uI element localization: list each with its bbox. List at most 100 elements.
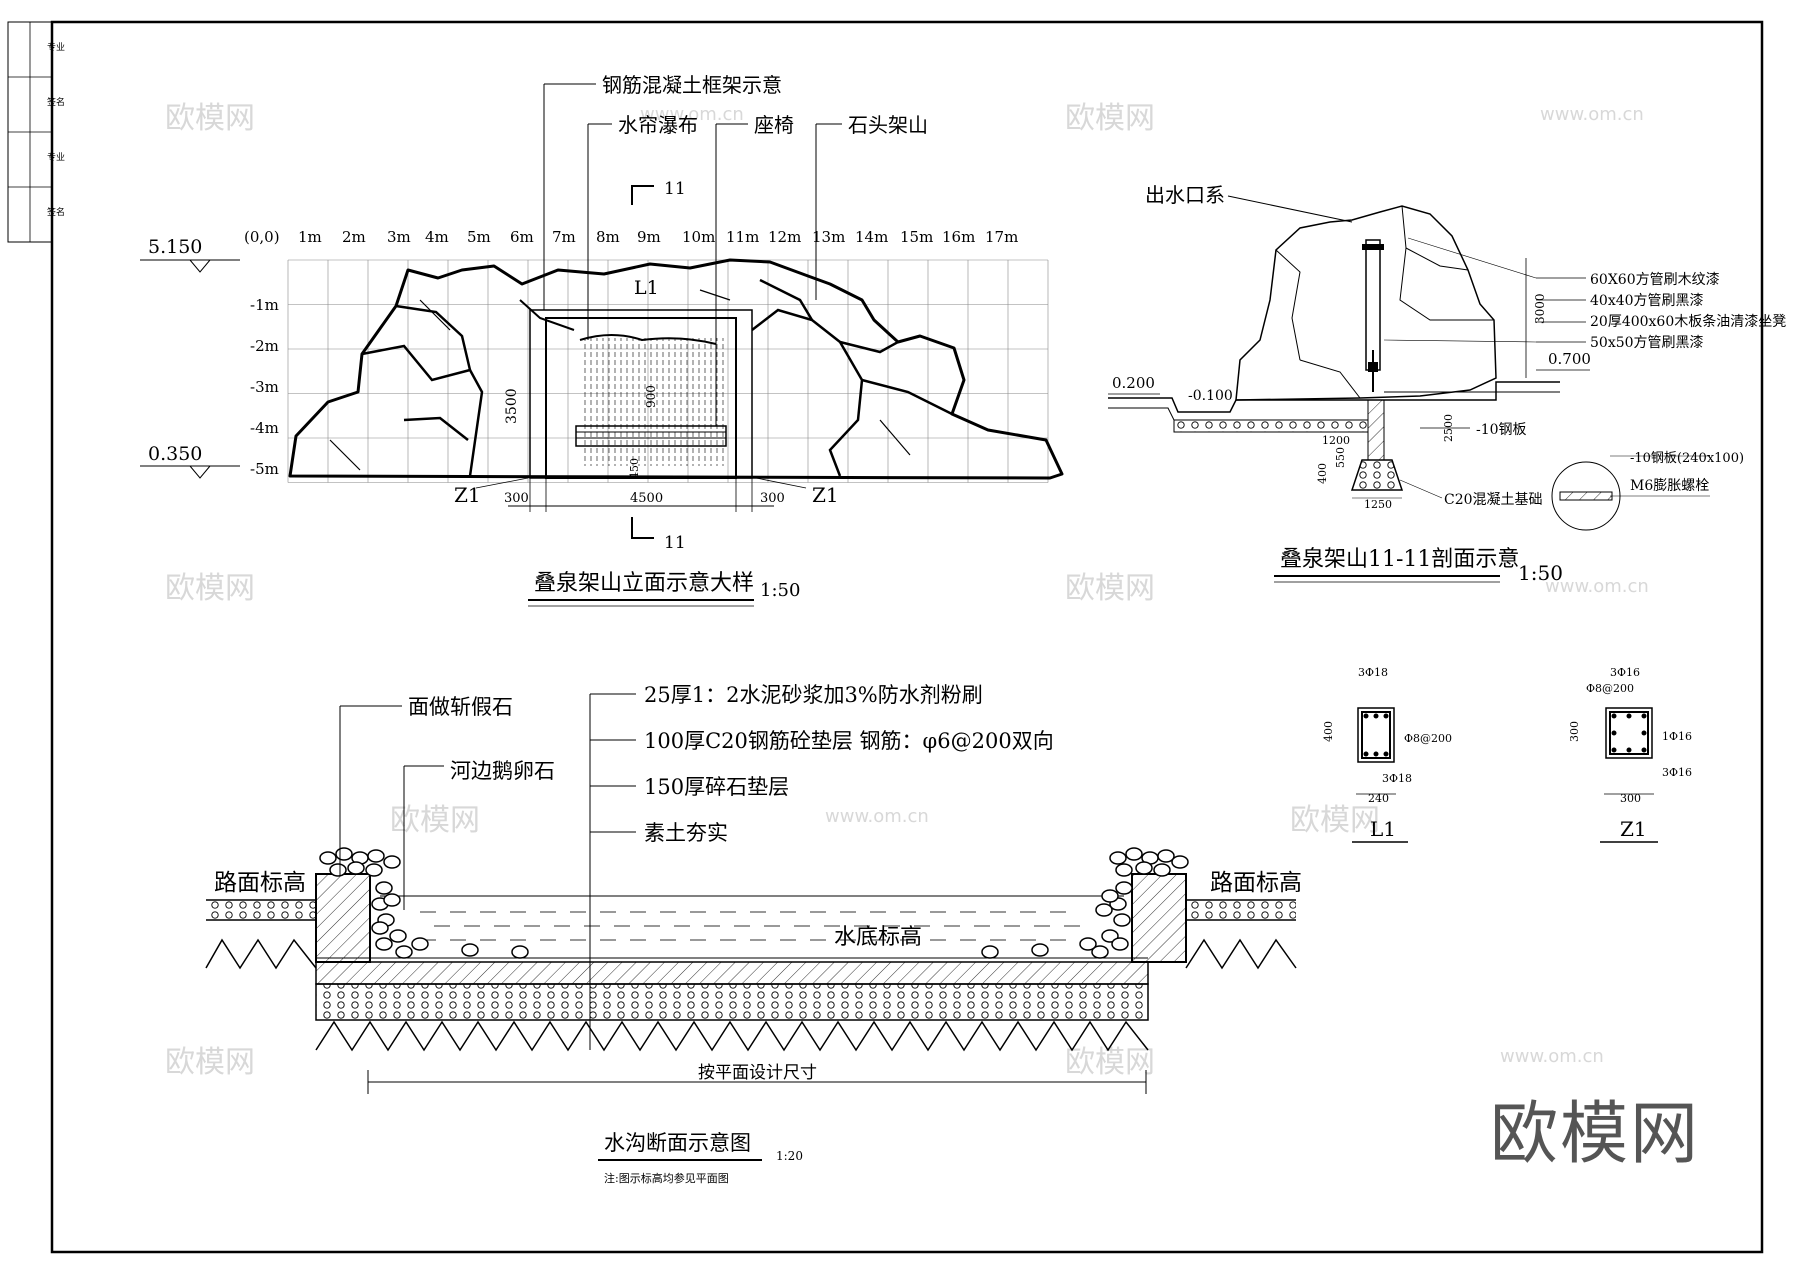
- beam-label: L1: [634, 277, 659, 299]
- z1-height: 300: [1568, 721, 1581, 742]
- l1-name: L1: [1370, 817, 1396, 841]
- watermarks: 欧模网 www.om.cn 欧模网 www.om.cn 欧模网 欧模网 www.…: [165, 101, 1649, 1080]
- x-tick-label: 4m: [425, 228, 449, 246]
- beam-section-l1: 3Φ18 Φ8@200 3Φ18 400 240 L1: [1322, 666, 1452, 843]
- callout-frame: 钢筋混凝土框架示意: [602, 73, 782, 97]
- column-label: Z1: [454, 483, 481, 507]
- z1-top-bar: 3Φ16: [1610, 666, 1640, 679]
- title-block-cell: 专业: [47, 41, 65, 53]
- svg-text:欧模网: 欧模网: [390, 803, 480, 838]
- svg-text:www.om.cn: www.om.cn: [1540, 104, 1644, 125]
- section-dim: 1200: [1322, 434, 1350, 447]
- callout-rockery: 石头架山: [848, 113, 928, 137]
- svg-text:www.om.cn: www.om.cn: [1545, 576, 1649, 597]
- svg-text:欧模网: 欧模网: [165, 571, 255, 606]
- pebbles: [319, 847, 1189, 959]
- sheet-border: [50, 20, 1764, 1254]
- ditch-left-label: 河边鹅卵石: [450, 759, 555, 783]
- ditch-left-label: 面做斩假石: [408, 695, 513, 719]
- x-tick-label: 10m: [682, 228, 715, 246]
- right-wall: [1131, 873, 1187, 963]
- z1-width: 300: [1620, 792, 1641, 805]
- l1-bottom-bar: 3Φ18: [1382, 772, 1412, 785]
- svg-text:欧模网: 欧模网: [1290, 803, 1380, 838]
- x-tick-label: 1m: [298, 228, 322, 246]
- section-mark: 11: [664, 179, 686, 199]
- ditch-title: 水沟断面示意图: [604, 1131, 751, 1155]
- dim-fall: 900: [644, 385, 658, 408]
- section-rockery: [1235, 205, 1497, 401]
- x-tick-label: 8m: [596, 228, 620, 246]
- l1-stirrup: Φ8@200: [1404, 732, 1452, 745]
- x-tick-label: 11m: [726, 228, 759, 246]
- y-tick-label: -2m: [250, 337, 279, 355]
- ditch-scale: 1:20: [776, 1149, 803, 1163]
- x-tick-label: 9m: [637, 228, 661, 246]
- plate-note: -10钢板: [1476, 422, 1527, 438]
- water-level: 水底标高: [834, 925, 922, 950]
- l1-height: 400: [1322, 721, 1335, 742]
- title-block-cell: 签名: [47, 206, 65, 218]
- section-note: 50x50方管刷黑漆: [1590, 335, 1704, 351]
- dim-span: 4500: [630, 491, 663, 506]
- x-tick-label: 14m: [855, 228, 888, 246]
- y-tick-label: -4m: [250, 419, 279, 437]
- column-label: Z1: [812, 483, 839, 507]
- dim-height: 3500: [504, 388, 520, 424]
- dim-seat: 450: [628, 458, 641, 479]
- ditch-note: 注:图示标高均参见平面图: [604, 1171, 729, 1185]
- brand-watermark: 欧模网: [1489, 1095, 1700, 1174]
- x-tick-label: 17m: [985, 228, 1018, 246]
- x-tick-label: (0,0): [244, 228, 280, 246]
- level-mark: 0.350: [148, 443, 202, 465]
- x-tick-label: 3m: [387, 228, 411, 246]
- section-level: 0.200: [1112, 374, 1155, 392]
- ditch-layer: 25厚1：2水泥砂浆加3%防水剂粉刷: [644, 683, 983, 707]
- l1-width: 240: [1368, 792, 1389, 805]
- outlet-label: 出水口系: [1145, 183, 1225, 207]
- x-tick-label: 12m: [768, 228, 801, 246]
- y-tick-label: -3m: [250, 378, 279, 396]
- ditch-layer: 100厚C20钢筋砼垫层 钢筋：φ6@200双向: [644, 729, 1054, 753]
- section-dim: 550: [1334, 447, 1347, 468]
- section-title: 叠泉架山11-11剖面示意: [1280, 547, 1519, 572]
- section-height: 3000: [1533, 293, 1547, 324]
- section-note: 20厚400x60木板条油清漆坐凳: [1590, 313, 1786, 330]
- title-block-cell: 专业: [47, 151, 65, 163]
- water-curtain: [580, 338, 728, 466]
- section-dim: 400: [1316, 463, 1329, 484]
- concrete-layer: [315, 961, 1149, 985]
- plate-note: -10钢板(240x100): [1630, 451, 1744, 466]
- ditch-layer: 素土夯实: [644, 821, 728, 845]
- x-tick-label: 13m: [812, 228, 845, 246]
- svg-text:www.om.cn: www.om.cn: [640, 104, 744, 125]
- x-tick-label: 6m: [510, 228, 534, 246]
- elevation-y-ticks: -1m -2m -3m -4m -5m: [250, 296, 279, 478]
- svg-text:欧模网: 欧模网: [165, 101, 255, 136]
- section-note: 40x40方管刷黑漆: [1590, 293, 1704, 309]
- gravel-layer: [315, 983, 1149, 1021]
- section-level: 0.700: [1548, 350, 1591, 368]
- bolt-note: M6膨胀螺栓: [1630, 477, 1709, 494]
- x-tick-label: 16m: [942, 228, 975, 246]
- section-view: 出水口系 0.200 -0.100 0.700 3000 60X60方管刷木纹漆…: [1108, 183, 1786, 585]
- y-tick-label: -1m: [250, 296, 279, 314]
- y-tick-label: -5m: [250, 460, 279, 478]
- ditch-layer: 150厚碎石垫层: [644, 775, 789, 799]
- seat: [575, 425, 727, 447]
- section-dim: 2500: [1442, 414, 1455, 442]
- section-level: -0.100: [1188, 388, 1233, 404]
- ditch-section: 按平面设计尺寸 面做斩假石 河边鹅卵石 路面标高 路面标高 水底标高 25厚1：…: [205, 683, 1302, 1185]
- water-surface: [420, 911, 1080, 941]
- x-tick-label: 15m: [900, 228, 933, 246]
- dim-side: 300: [760, 491, 785, 506]
- l1-top-bar: 3Φ18: [1358, 666, 1388, 679]
- elevation-scale: 1:50: [760, 580, 800, 601]
- dim-side: 300: [504, 491, 529, 506]
- section-note: 60X60方管刷木纹漆: [1590, 272, 1720, 288]
- elevation-title: 叠泉架山立面示意大样: [534, 571, 754, 596]
- road-level: 路面标高: [214, 870, 306, 896]
